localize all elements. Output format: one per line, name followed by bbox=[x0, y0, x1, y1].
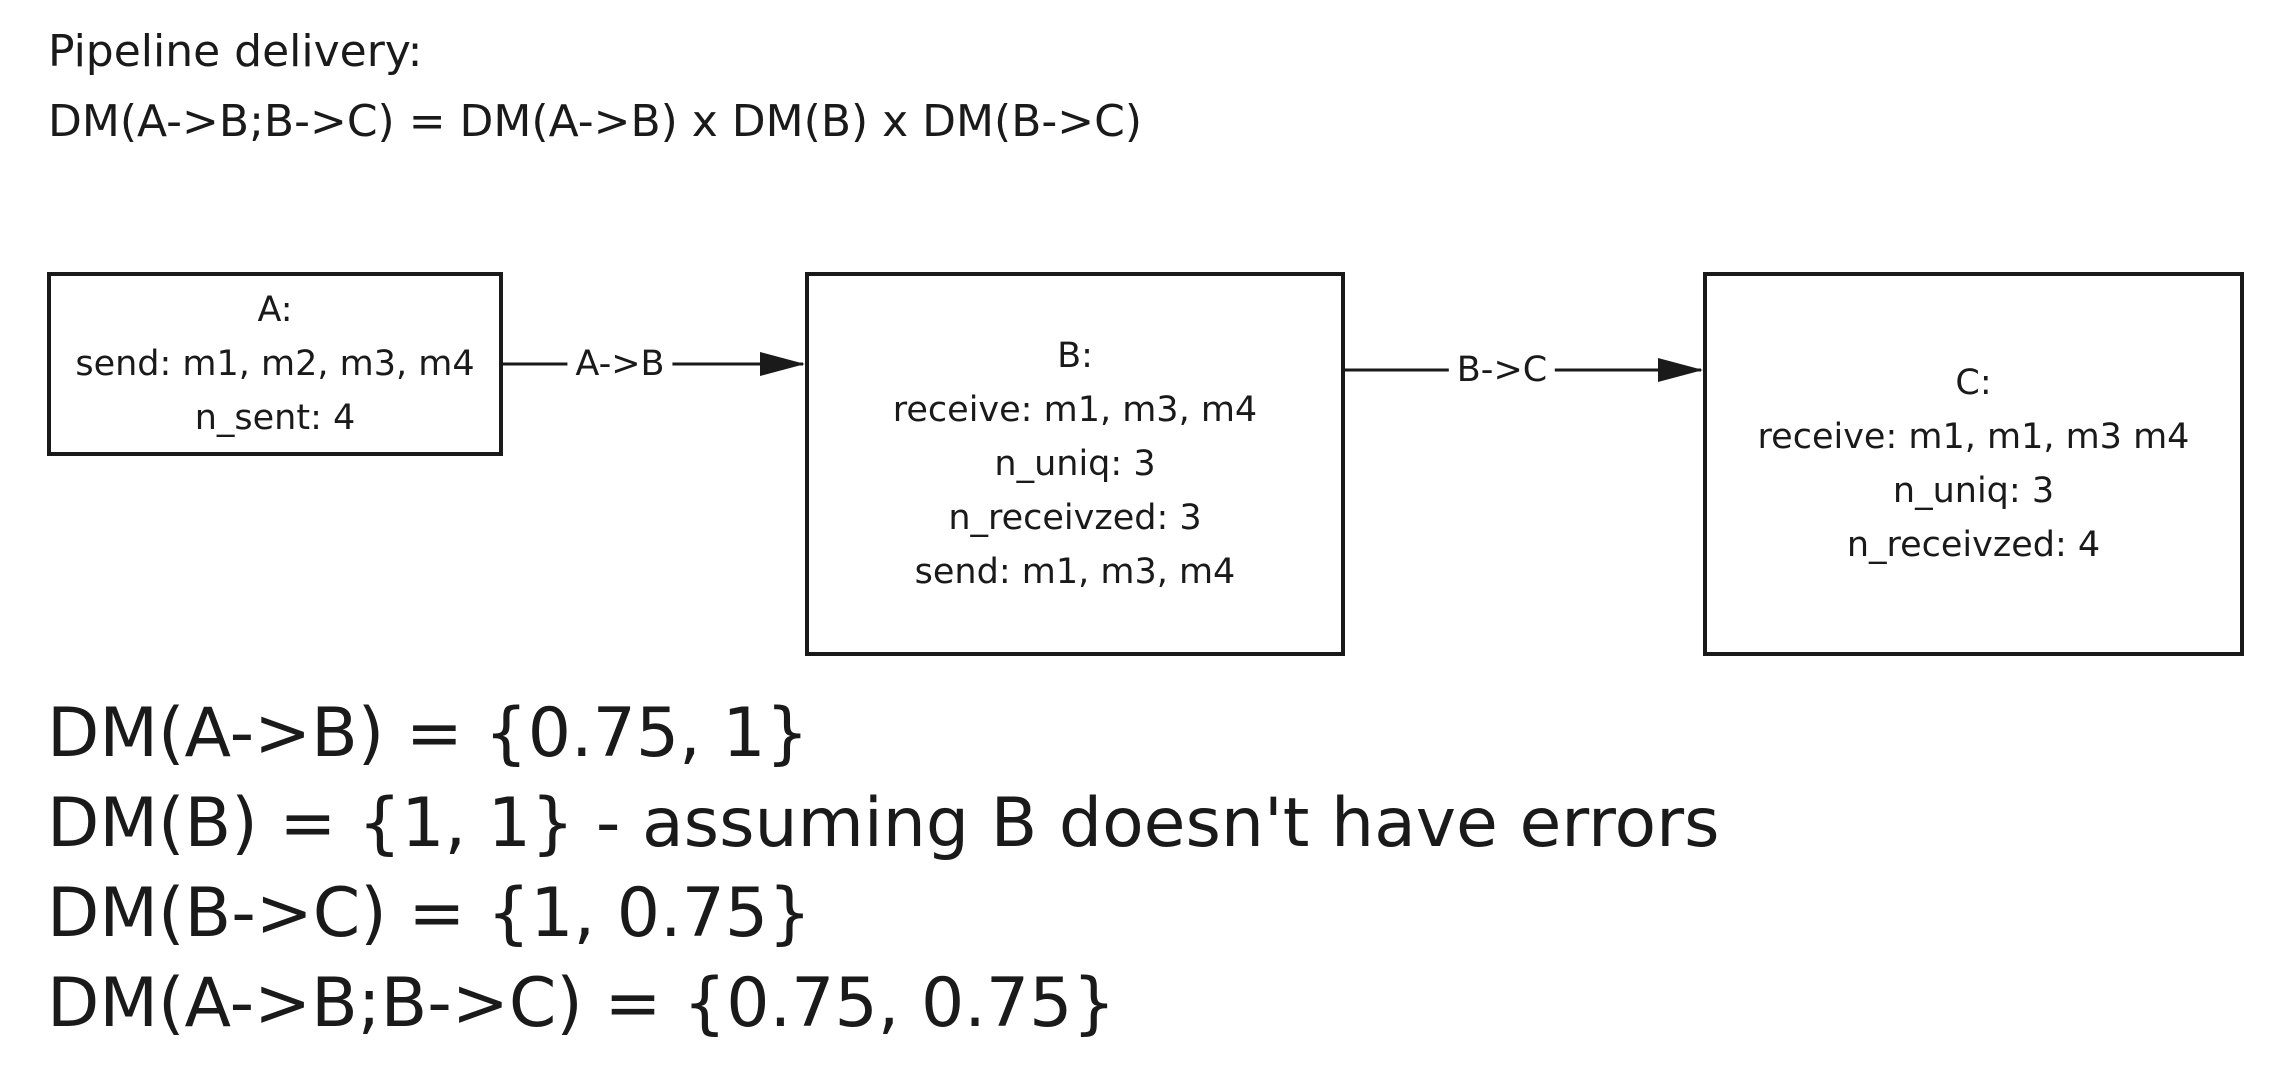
node-a: A: send: m1, m2, m3, m4 n_sent: 4 bbox=[47, 272, 503, 456]
node-b-n-uniq: n_uniq: 3 bbox=[994, 444, 1156, 484]
diagram-heading: Pipeline delivery: bbox=[48, 26, 423, 77]
node-c-n-uniq: n_uniq: 3 bbox=[1892, 471, 2055, 511]
pipeline-formula: DM(A->B;B->C) = DM(A->B) x DM(B) x DM(B-… bbox=[48, 96, 1143, 147]
edge-b-to-c-arrowhead bbox=[1658, 358, 1703, 382]
node-b-n-received: n_receivzed: 3 bbox=[948, 498, 1202, 538]
node-a-n-sent: n_sent: 4 bbox=[194, 398, 356, 438]
result-dm-b-c: DM(B->C) = {1, 0.75} bbox=[47, 874, 812, 953]
result-dm-b: DM(B) = {1, 1} - assuming B doesn't have… bbox=[47, 784, 1720, 863]
node-b-receive: receive: m1, m3, m4 bbox=[892, 390, 1258, 430]
node-b-title: B: bbox=[1057, 336, 1093, 376]
node-a-send: send: m1, m2, m3, m4 bbox=[75, 344, 475, 384]
result-dm-a-b: DM(A->B) = {0.75, 1} bbox=[47, 694, 809, 773]
node-c-receive: receive: m1, m1, m3 m4 bbox=[1757, 417, 2190, 457]
node-c: C: receive: m1, m1, m3 m4 n_uniq: 3 n_re… bbox=[1703, 272, 2244, 656]
node-b: B: receive: m1, m3, m4 n_uniq: 3 n_recei… bbox=[805, 272, 1345, 656]
node-a-title: A: bbox=[257, 290, 293, 330]
node-c-title: C: bbox=[1955, 363, 1992, 403]
edge-b-to-c-label: B->C bbox=[1448, 350, 1556, 390]
result-dm-pipeline: DM(A->B;B->C) = {0.75, 0.75} bbox=[47, 964, 1116, 1043]
edge-a-to-b-label: A->B bbox=[567, 344, 673, 384]
edge-a-to-b-arrowhead bbox=[760, 352, 805, 376]
node-b-send: send: m1, m3, m4 bbox=[914, 552, 1236, 592]
node-c-n-received: n_receivzed: 4 bbox=[1846, 525, 2101, 565]
